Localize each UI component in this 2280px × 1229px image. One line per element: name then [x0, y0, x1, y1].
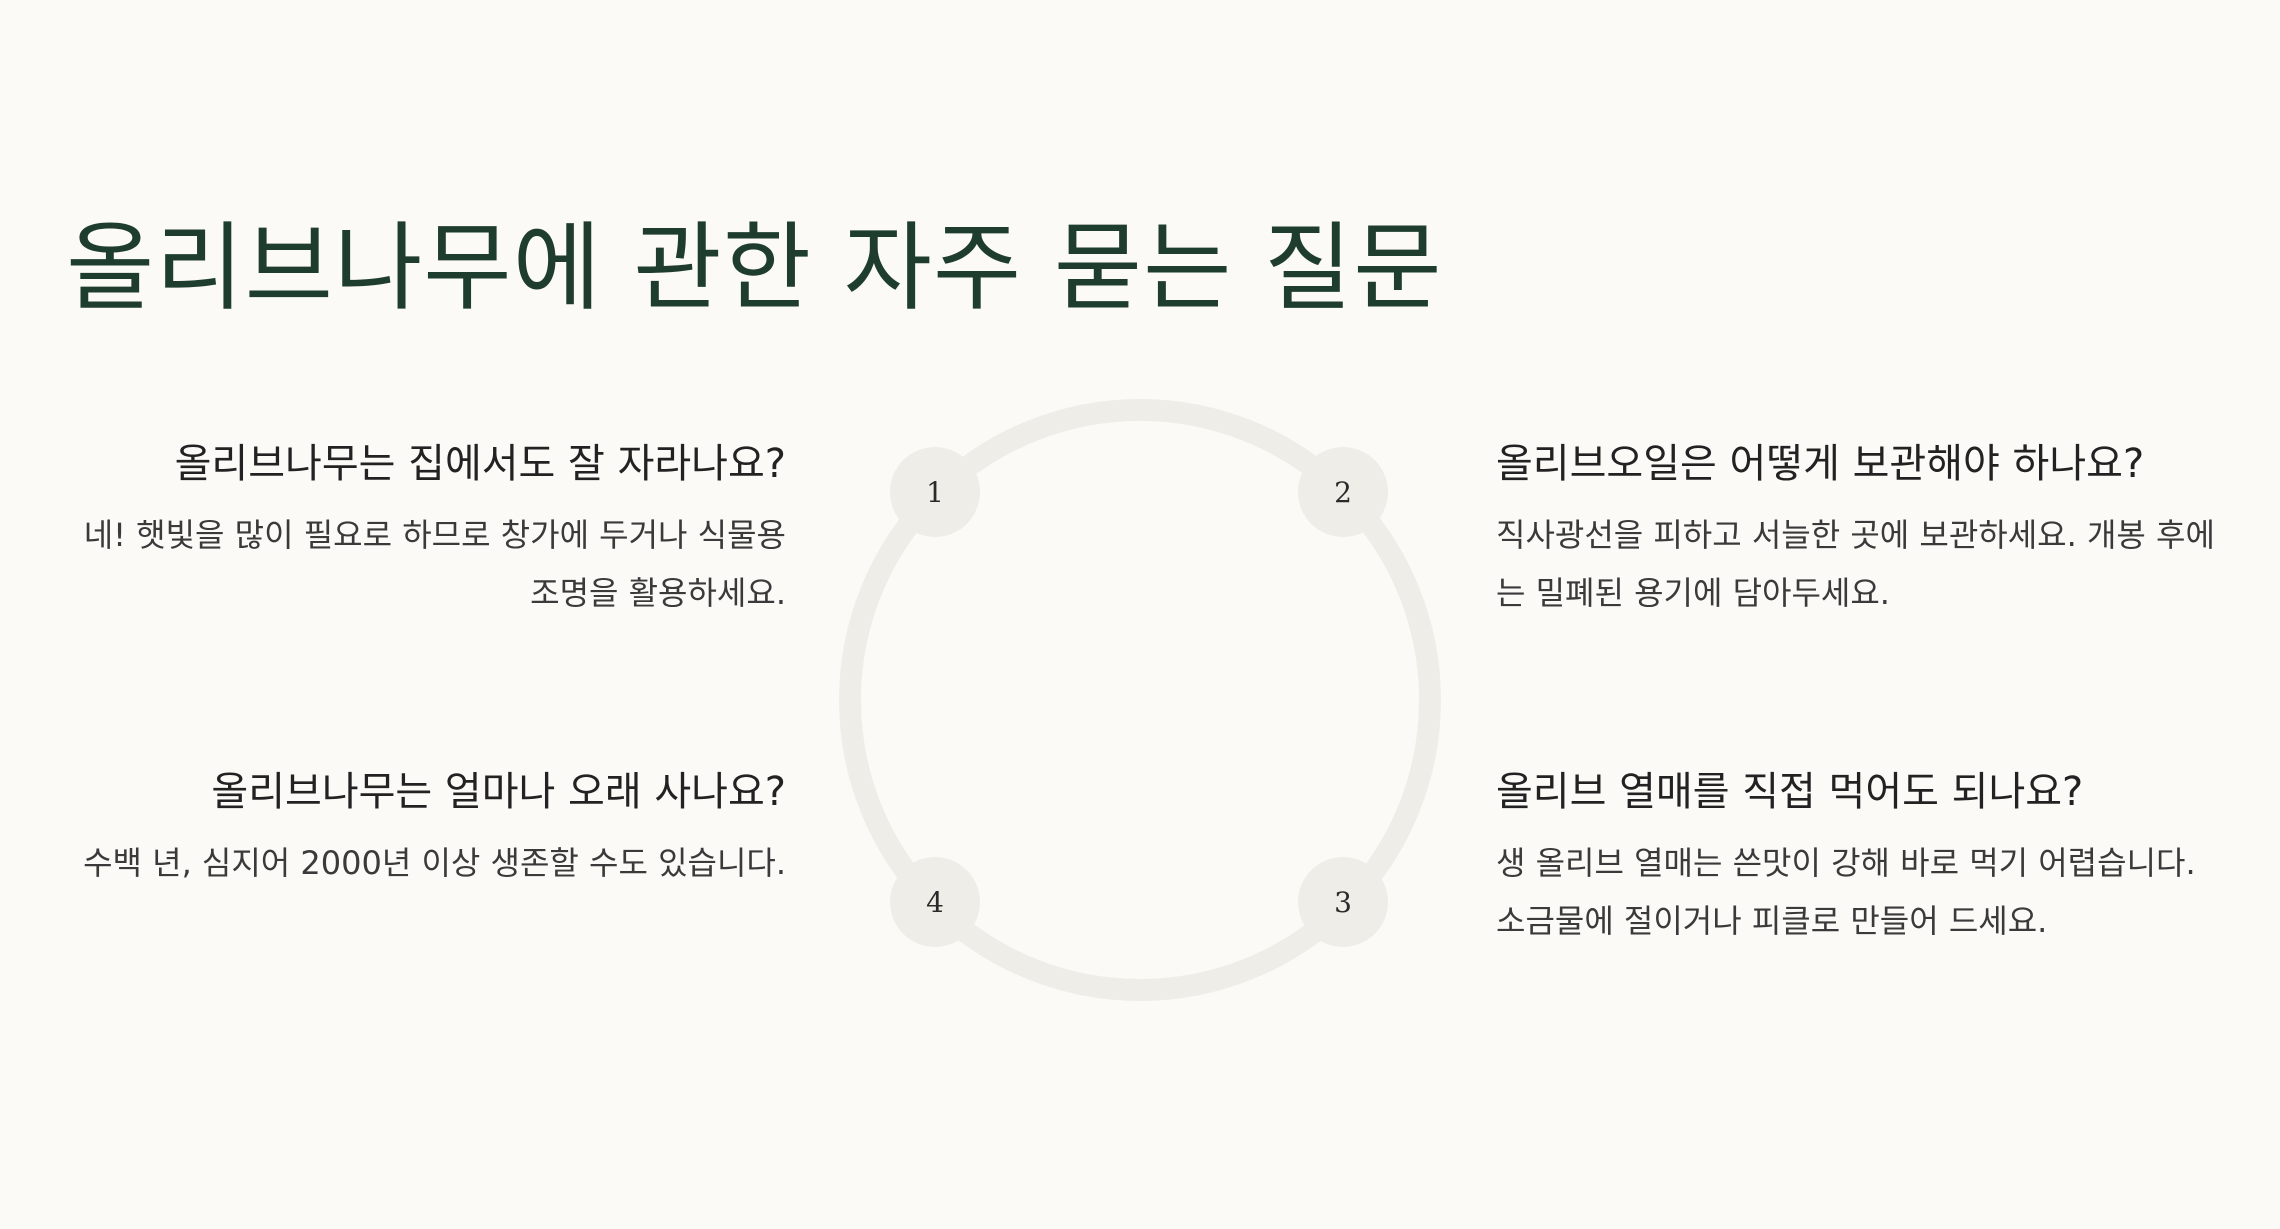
- faq-item-1: 올리브나무는 집에서도 잘 자라나요? 네! 햇빛을 많이 필요로 하므로 창가…: [66, 436, 786, 622]
- faq-question: 올리브 열매를 직접 먹어도 되나요?: [1496, 769, 2084, 815]
- faq-item-3: 올리브 열매를 직접 먹어도 되나요? 생 올리브 열매는 쓴맛이 강해 바로 …: [1496, 764, 2216, 950]
- faq-answer: 수백 년, 심지어 2000년 이상 생존할 수도 있습니다.: [83, 844, 786, 882]
- faq-item-2: 올리브오일은 어떻게 보관해야 하나요? 직사광선을 피하고 서늘한 곳에 보관…: [1496, 436, 2216, 622]
- faq-ring-diagram: 1 2 4 3: [830, 395, 1450, 1015]
- faq-answer: 네! 햇빛을 많이 필요로 하므로 창가에 두거나 식물용 조명을 활용하세요.: [83, 516, 786, 612]
- ring-circle: [839, 399, 1441, 1001]
- faq-answer: 직사광선을 피하고 서늘한 곳에 보관하세요. 개봉 후에는 밀폐된 용기에 담…: [1496, 516, 2215, 612]
- number-badge-1: 1: [890, 447, 980, 537]
- faq-question: 올리브나무는 얼마나 오래 사나요?: [211, 769, 786, 815]
- faq-item-4: 올리브나무는 얼마나 오래 사나요? 수백 년, 심지어 2000년 이상 생존…: [66, 764, 786, 892]
- number-badge-4: 4: [890, 857, 980, 947]
- faq-answer: 생 올리브 열매는 쓴맛이 강해 바로 먹기 어렵습니다. 소금물에 절이거나 …: [1496, 844, 2196, 940]
- faq-question: 올리브나무는 집에서도 잘 자라나요?: [174, 441, 786, 487]
- faq-question: 올리브오일은 어떻게 보관해야 하나요?: [1496, 441, 2145, 487]
- number-badge-2: 2: [1298, 447, 1388, 537]
- page-title: 올리브나무에 관한 자주 묻는 질문: [66, 212, 1443, 324]
- number-badge-3: 3: [1298, 857, 1388, 947]
